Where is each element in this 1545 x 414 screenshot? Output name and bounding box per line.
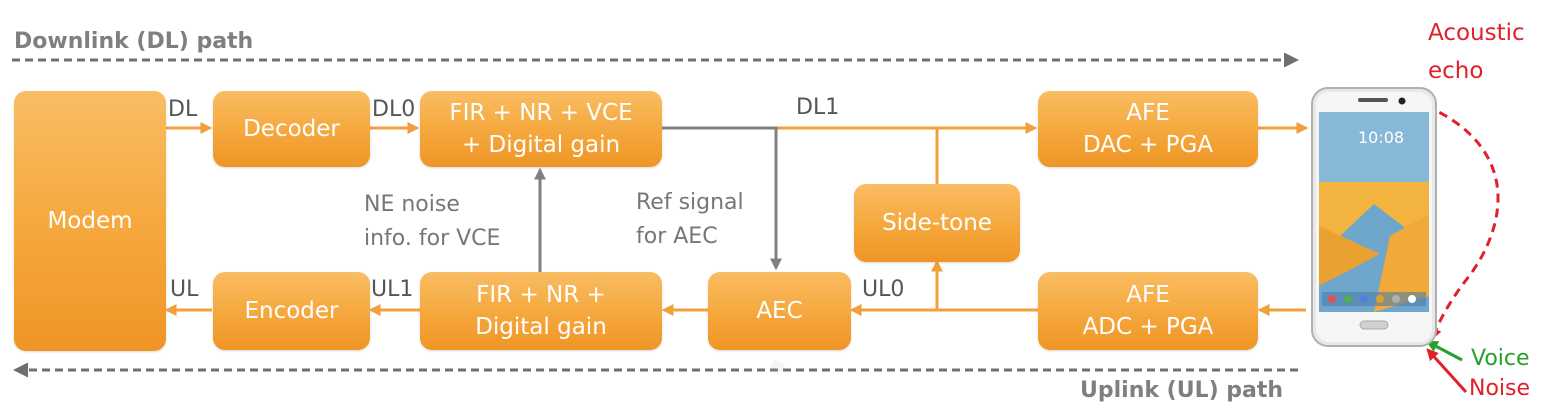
signal-dl0-label: DL0 [372, 97, 416, 122]
signal-ul-label: UL [170, 277, 199, 302]
fir-nr-block: FIR + NR + Digital gain [420, 272, 662, 350]
acoustic-echo-label: Acoustic echo [1428, 20, 1525, 84]
ref-signal-note: Ref signal for AEC [636, 190, 744, 249]
afe-dac-block: AFE DAC + PGA [1038, 91, 1258, 167]
decoder-block: Decoder [213, 91, 370, 167]
encoder-block: Encoder [213, 272, 370, 350]
noise-label: Noise [1469, 376, 1531, 401]
downlink-path-label: Downlink (DL) path [14, 29, 254, 54]
smartphone: 10:08 [1310, 86, 1438, 348]
signal-ul0-label: UL0 [862, 277, 905, 302]
phone-clock: 10:08 [1358, 128, 1405, 147]
uplink-path-label: Uplink (UL) path [1080, 378, 1284, 403]
signal-dl-label: DL [168, 97, 198, 122]
aec-block: AEC [708, 272, 851, 350]
ref-signal-arrow [662, 126, 782, 271]
noise-arrow [1426, 348, 1468, 394]
smartphone-drawing [1311, 87, 1437, 347]
voice-arrow [1425, 340, 1463, 362]
afe-adc-block: AFE ADC + PGA [1038, 272, 1258, 350]
fir-nr-vce-block: FIR + NR + VCE + Digital gain [420, 91, 662, 167]
acoustic-echo-curve [1411, 98, 1500, 341]
voice-label: Voice [1471, 346, 1530, 371]
signal-ul1-label: UL1 [371, 277, 414, 302]
modem-block: Modem [14, 91, 166, 351]
signal-dl1-label: DL1 [796, 95, 840, 120]
sidetone-block: Side-tone [854, 184, 1020, 262]
ne-noise-note: NE noise info. for VCE [364, 192, 501, 251]
